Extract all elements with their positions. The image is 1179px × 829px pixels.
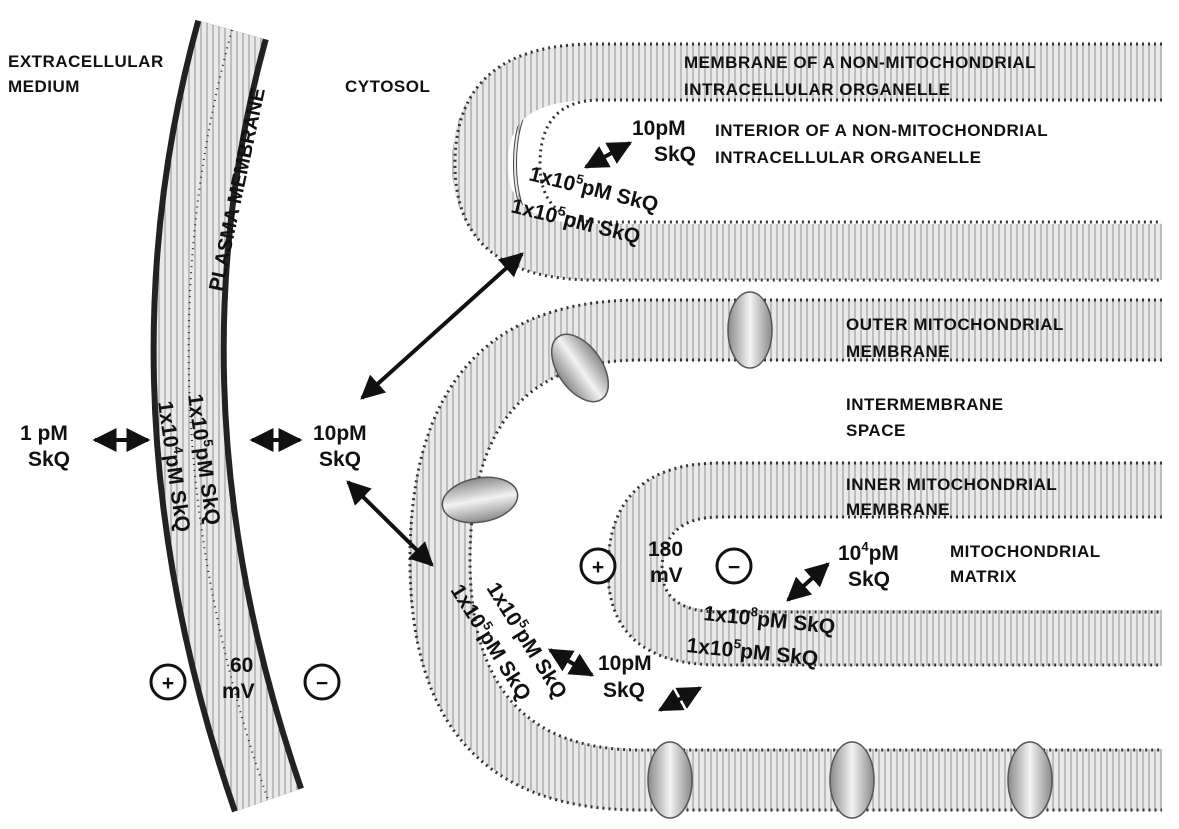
potential-plasma-value: 60 — [230, 654, 253, 677]
label-matrix-2: MATRIX — [950, 567, 1017, 586]
potential-mito-value: 180 — [648, 538, 683, 561]
conc-intermembrane-2: SkQ — [603, 679, 645, 702]
label-cytosol: CYTOSOL — [345, 77, 430, 96]
label-organelle-membrane-1: MEMBRANE OF A NON-MITOCHONDRIAL — [684, 53, 1036, 72]
potential-plasma-unit: mV — [222, 680, 255, 703]
plus-sign-icon: + — [581, 549, 615, 583]
label-extracellular-2: MEDIUM — [8, 77, 80, 96]
label-organelle-interior-2: INTRACELLULAR ORGANELLE — [715, 148, 981, 167]
conc-organelle-interior-2: SkQ — [654, 143, 696, 166]
label-outer-membrane-2: MEMBRANE — [846, 342, 950, 361]
conc-organelle-interior-1: 10pM — [632, 117, 686, 140]
minus-sign-icon: − — [717, 549, 751, 583]
minus-sign-icon: − — [305, 665, 339, 699]
label-extracellular-1: EXTRACELLULAR — [8, 52, 164, 71]
label-outer-membrane-1: OUTER MITOCHONDRIAL — [846, 315, 1064, 334]
conc-extracellular-1: 1 pM — [20, 422, 68, 445]
plus-sign-plasma: + — [162, 672, 174, 695]
label-organelle-membrane-2: INTRACELLULAR ORGANELLE — [684, 80, 950, 99]
plus-sign-icon: + — [151, 665, 185, 699]
label-matrix-1: MITOCHONDRIAL — [950, 542, 1101, 561]
label-intermembrane-2: SPACE — [846, 421, 906, 440]
label-organelle-interior-1: INTERIOR OF A NON-MITOCHONDRIAL — [715, 121, 1048, 140]
label-inner-membrane-2: MEMBRANE — [846, 500, 950, 519]
conc-matrix: 104pM — [838, 539, 899, 565]
minus-sign-mito: − — [728, 556, 740, 579]
potential-mito-unit: mV — [650, 564, 683, 587]
conc-cytosol-1: 10pM — [313, 422, 367, 445]
plus-sign-mito: + — [592, 556, 604, 579]
minus-sign-plasma: − — [316, 672, 328, 695]
conc-intermembrane-1: 10pM — [598, 652, 652, 675]
label-inner-membrane-1: INNER MITOCHONDRIAL — [846, 475, 1057, 494]
label-intermembrane-1: INTERMEMBRANE — [846, 395, 1004, 414]
conc-cytosol-2: SkQ — [319, 448, 361, 471]
conc-extracellular-2: SkQ — [28, 448, 70, 471]
conc-matrix-2: SkQ — [848, 568, 890, 591]
